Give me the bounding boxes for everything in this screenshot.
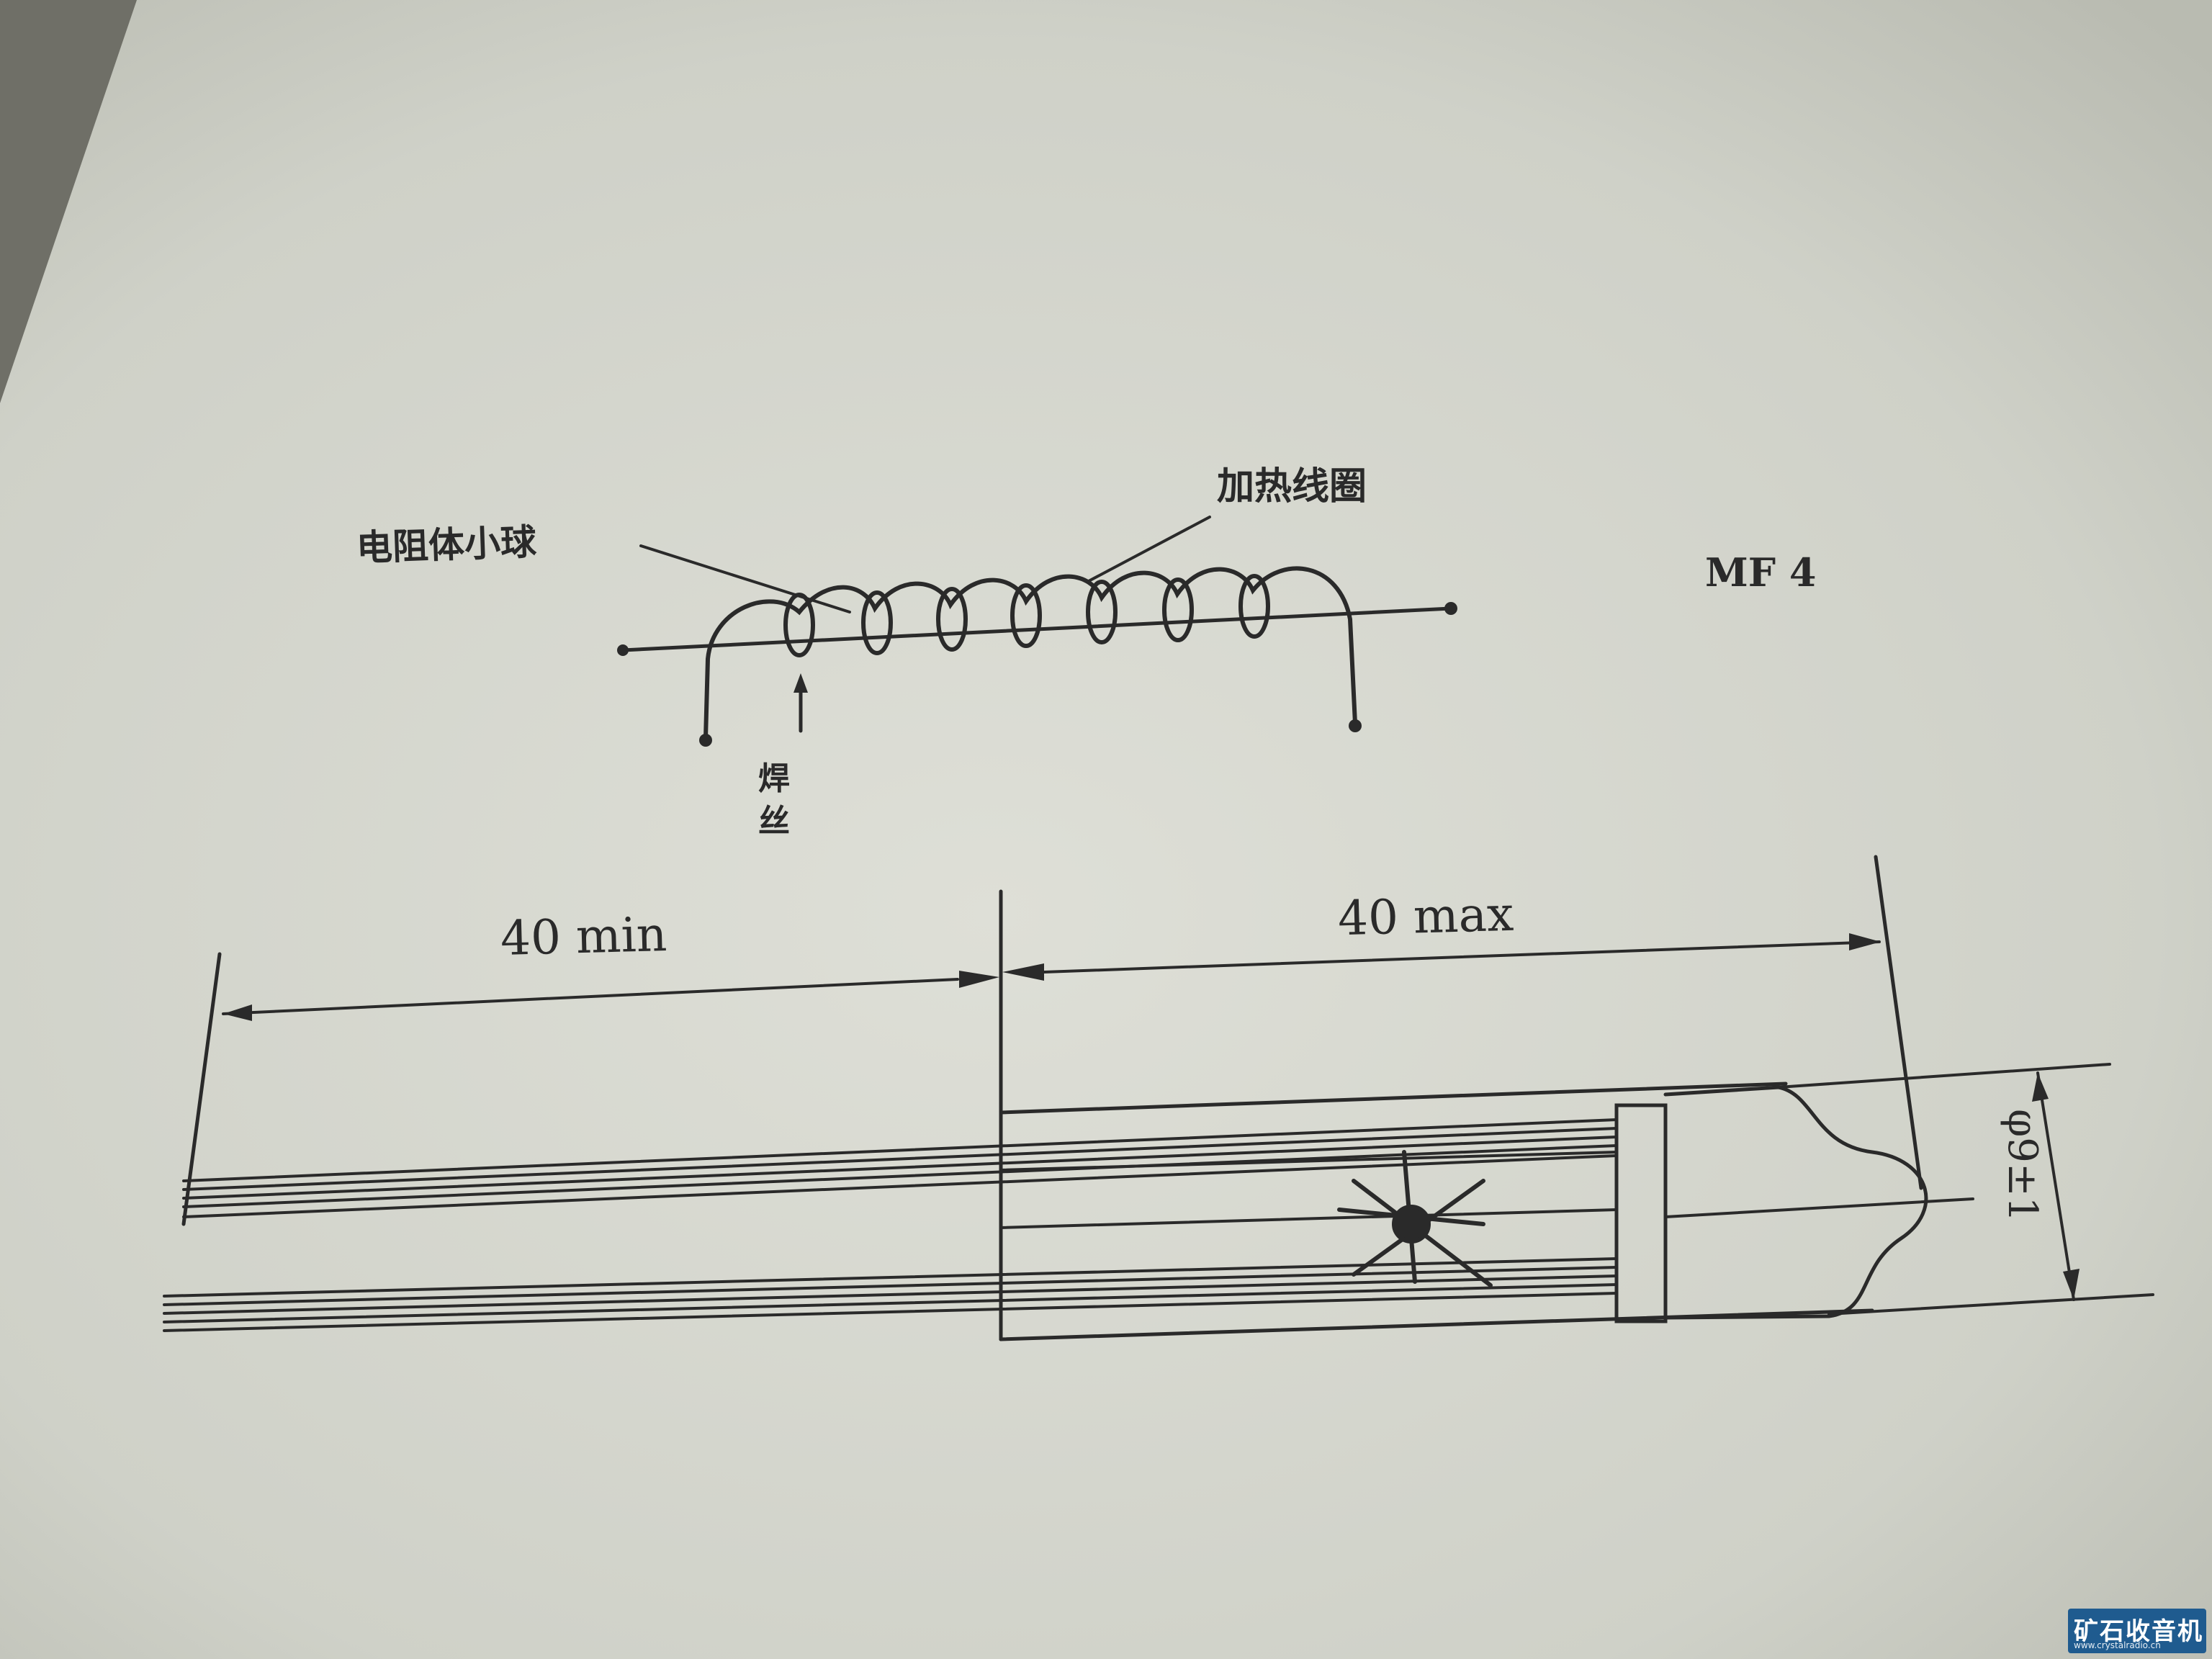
- watermark-title: 矿石收音机: [2074, 1617, 2203, 1646]
- body-bottom-edge: [999, 1308, 1874, 1341]
- dim-extension-right: [1874, 855, 1923, 1190]
- bead-wire-end-right: [1444, 602, 1457, 615]
- leader-coil: [1086, 516, 1211, 583]
- body-collar: [1614, 1103, 1668, 1323]
- coil-lead-left: [699, 734, 712, 747]
- watermark-url: www.crystalradio.cn: [2074, 1640, 2161, 1650]
- diameter-label: φ9±1: [1999, 1109, 2046, 1223]
- bead-wire-end-left: [617, 644, 629, 656]
- dia-arrow-bottom: [2063, 1269, 2080, 1300]
- arrow-min-right: [959, 971, 999, 988]
- body-inner-lines: [999, 1151, 1618, 1229]
- coil-lead-right: [1349, 719, 1362, 732]
- leader-resistor: [639, 544, 851, 613]
- dim-line-max: [1043, 940, 1881, 974]
- dim-line-min: [222, 978, 959, 1015]
- lead-wires-lower: [163, 1257, 1618, 1332]
- coil-loops: [783, 574, 1270, 657]
- bead-symbol: [1337, 1150, 1493, 1287]
- arrow-max-left: [1002, 963, 1044, 981]
- arrow-min-left: [223, 1004, 252, 1021]
- heating-coil: [703, 566, 1357, 740]
- dimension-min-label: 40 min: [500, 906, 668, 967]
- sub-label: 焊 丝: [758, 760, 790, 840]
- leader-sub-arrow: [793, 673, 808, 693]
- body-center-axis: [1664, 1197, 1974, 1218]
- dim-extension-left: [181, 952, 222, 1226]
- lead-wires-upper: [182, 1118, 1618, 1218]
- dia-ext-bottom: [1827, 1293, 2154, 1316]
- resistor-ball-label: 电阻体小球: [356, 520, 537, 570]
- body-top-edge: [999, 1082, 1788, 1115]
- arrow-max-right: [1849, 933, 1881, 950]
- dimension-max-label: 40 max: [1337, 886, 1515, 947]
- heating-coil-label: 加热线圈: [1217, 464, 1367, 508]
- dia-line: [2036, 1071, 2075, 1301]
- dia-arrow-top: [2032, 1073, 2049, 1102]
- model-label: MF 4: [1705, 549, 1817, 595]
- watermark-logo: 矿石收音机 www.crystalradio.cn: [2068, 1609, 2206, 1653]
- body-bulb: [1663, 1085, 1928, 1320]
- dia-ext-top: [1777, 1063, 2111, 1089]
